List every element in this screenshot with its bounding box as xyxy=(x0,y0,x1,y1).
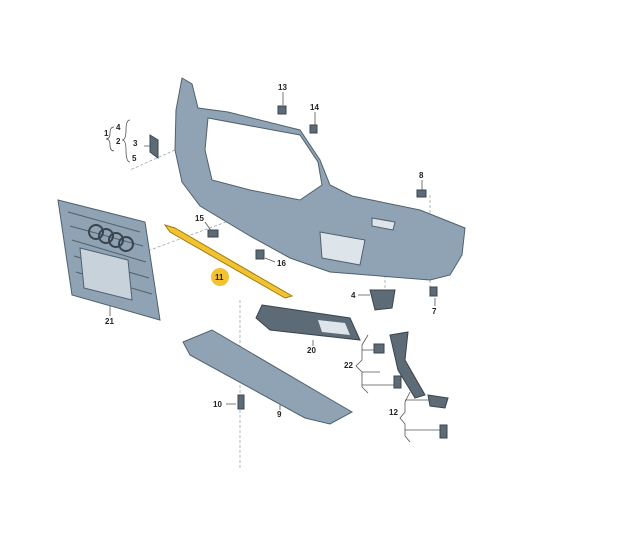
clip-7 xyxy=(429,286,438,297)
clip-15 xyxy=(207,229,219,238)
screw-14 xyxy=(309,124,318,134)
cap-3 xyxy=(149,134,159,159)
highlight-marker xyxy=(211,268,229,286)
label-2: 2 xyxy=(116,137,121,146)
label-20: 20 xyxy=(307,346,316,355)
license-plate-mount xyxy=(79,247,133,301)
bumper-openings xyxy=(319,217,396,266)
undertray xyxy=(182,329,354,425)
fog-light-grille xyxy=(255,304,361,341)
label-13: 13 xyxy=(278,83,287,92)
clip-22 xyxy=(373,343,385,354)
label-22: 22 xyxy=(344,361,353,370)
yellow-trim-strip xyxy=(163,224,294,299)
screw-16 xyxy=(255,249,265,260)
label-5: 5 xyxy=(132,154,137,163)
screw-10 xyxy=(237,394,245,410)
part-number-labels: 13 14 1 4 2 3 5 8 15 11 16 21 4 7 20 22 … xyxy=(104,83,437,419)
label-21: 21 xyxy=(105,317,114,326)
screw-22 xyxy=(393,375,402,389)
label-4b: 4 xyxy=(351,291,356,300)
label-12: 12 xyxy=(389,408,398,417)
label-14: 14 xyxy=(310,103,319,112)
clip-8 xyxy=(416,189,427,198)
bumper-grille-opening xyxy=(204,117,323,201)
bracket-4 xyxy=(369,289,396,311)
label-4: 4 xyxy=(116,123,121,132)
label-7: 7 xyxy=(432,307,437,316)
label-15: 15 xyxy=(195,214,204,223)
label-1: 1 xyxy=(104,129,109,138)
screw-13 xyxy=(277,105,287,115)
label-8: 8 xyxy=(419,171,424,180)
bracket-22 xyxy=(389,331,426,399)
label-10: 10 xyxy=(213,400,222,409)
label-3: 3 xyxy=(133,139,138,148)
label-9: 9 xyxy=(277,410,282,419)
label-16: 16 xyxy=(277,259,286,268)
screw-12 xyxy=(439,424,448,439)
audi-rings-logo xyxy=(88,224,134,252)
bracket-12 xyxy=(427,394,449,409)
label-11: 11 xyxy=(215,273,224,282)
